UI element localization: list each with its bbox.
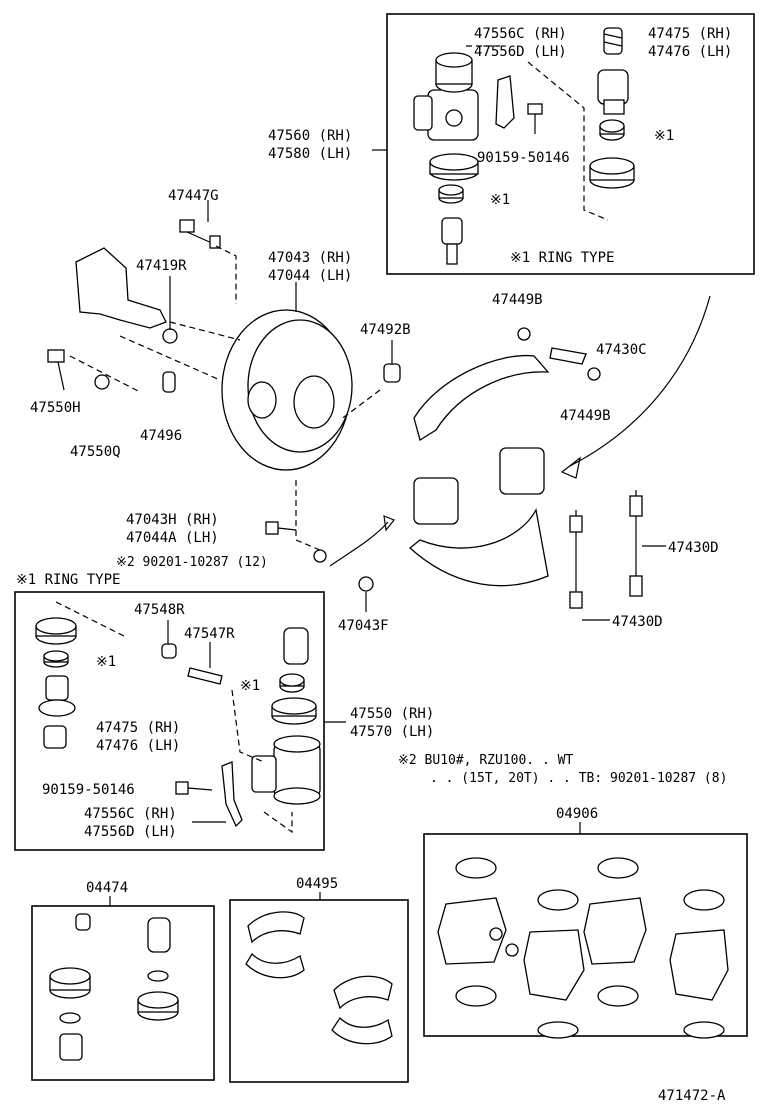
ring-top-right <box>599 119 625 141</box>
label-47556d-lh-top: 47556D (LH) <box>474 44 567 60</box>
label-47430d-b: 47430D <box>612 614 663 630</box>
label-04474: 04474 <box>86 880 128 896</box>
label-90201: ※2 90201-10287 (12) <box>116 555 268 570</box>
shoe-upper <box>413 354 550 442</box>
spring-top <box>603 27 623 55</box>
piston-top <box>597 69 629 115</box>
bolt-47043h <box>265 521 297 535</box>
bleeder-mid <box>43 725 67 749</box>
kit-04495-parts <box>245 911 393 1045</box>
cup-top-right <box>589 157 635 189</box>
bolt-47447g <box>179 219 221 249</box>
kit-box-04906 <box>423 833 748 1037</box>
kit-box-04495 <box>229 899 409 1083</box>
bleeder-top <box>441 217 463 265</box>
boot-mid <box>271 697 317 725</box>
label-47547r: 47547R <box>184 626 235 642</box>
bracket-top <box>495 75 515 129</box>
label-47043f: 47043F <box>338 618 389 634</box>
boot-top <box>429 153 479 181</box>
wheel-cylinder-assembled <box>413 447 545 525</box>
label-04495: 04495 <box>296 876 338 892</box>
label-47449b-a: 47449B <box>492 292 543 308</box>
label-47043h-rh: 47043H (RH) <box>126 512 219 528</box>
spring-47430d-a <box>569 510 583 609</box>
label-47419r: 47419R <box>136 258 187 274</box>
shoe-lower <box>408 508 549 587</box>
kit-box-04474 <box>31 905 215 1081</box>
label-47492b: 47492B <box>360 322 411 338</box>
mark-1-c: ※1 <box>96 654 116 670</box>
ring-mid <box>43 650 69 668</box>
spring-47430c <box>549 347 587 365</box>
label-47430c: 47430C <box>596 342 647 358</box>
note-2-line-1: ※2 BU10#, RZU100. . WT <box>398 753 573 768</box>
label-47475-rh-top: 47475 (RH) <box>648 26 732 42</box>
label-47449b-b: 47449B <box>560 408 611 424</box>
label-47550q: 47550Q <box>70 444 121 460</box>
label-90159-mid: 90159-50146 <box>42 782 135 798</box>
label-47556d-lh-mid: 47556D (LH) <box>84 824 177 840</box>
backing-plate <box>221 309 353 471</box>
label-47430d-a: 47430D <box>668 540 719 556</box>
label-47550-rh: 47550 (RH) <box>350 706 434 722</box>
mark-1-d: ※1 <box>240 678 260 694</box>
bolt-mid <box>175 781 213 795</box>
mark-1-b: ※1 <box>490 192 510 208</box>
mark-1-a: ※1 <box>654 128 674 144</box>
label-47044a-lh: 47044A (LH) <box>126 530 219 546</box>
label-47496: 47496 <box>140 428 182 444</box>
grommet-47492b <box>383 363 401 383</box>
piston-mid <box>38 675 76 717</box>
diagram-code: 471472-A <box>658 1088 726 1104</box>
adjust-lever-small <box>517 327 601 381</box>
label-47550h: 47550H <box>30 400 81 416</box>
kit-04906-parts <box>437 857 729 1039</box>
washer-47419r <box>162 328 178 344</box>
wheel-cylinder-mid <box>251 735 321 805</box>
axle-flange <box>75 247 167 329</box>
label-47556c-rh-top: 47556C (RH) <box>474 26 567 42</box>
ring-type-box-mid <box>14 591 325 851</box>
label-47475-rh-mid: 47475 (RH) <box>96 720 180 736</box>
bolt-top <box>527 103 543 134</box>
label-47560-rh: 47560 (RH) <box>268 128 352 144</box>
bolt-47550h <box>47 349 65 391</box>
label-47044-lh: 47044 (LH) <box>268 268 352 284</box>
ring-mid-right <box>279 673 305 693</box>
bleeder-47547r <box>187 667 223 685</box>
spring-47430d-b <box>629 490 643 597</box>
label-90159-top: 90159-50146 <box>477 150 570 166</box>
note-2-line-2: . . (15T, 20T) . . TB: 90201-10287 (8) <box>430 771 727 786</box>
label-47476-lh-top: 47476 (LH) <box>648 44 732 60</box>
label-47580-lh: 47580 (LH) <box>268 146 352 162</box>
label-ring-type-top: ※1 RING TYPE <box>510 250 614 266</box>
bracket-mid <box>221 761 243 828</box>
label-47043-rh: 47043 (RH) <box>268 250 352 266</box>
label-ring-type-mid: ※1 RING TYPE <box>16 572 120 588</box>
label-47447g: 47447G <box>168 188 219 204</box>
pin-47043f <box>358 576 374 592</box>
label-47570-lh: 47570 (LH) <box>350 724 434 740</box>
kit-04474-parts <box>49 913 179 1061</box>
ring-top-left <box>438 184 464 204</box>
nut-90201 <box>313 549 327 563</box>
plug-47496 <box>162 371 176 393</box>
ring-type-box-top <box>386 13 755 275</box>
washer-47550q <box>94 374 110 390</box>
label-04906: 04906 <box>556 806 598 822</box>
cap-47548r <box>161 643 177 659</box>
wheel-cylinder-top <box>413 52 479 141</box>
label-47556c-rh-mid: 47556C (RH) <box>84 806 177 822</box>
label-47476-lh-mid: 47476 (LH) <box>96 738 180 754</box>
label-47548r: 47548R <box>134 602 185 618</box>
piston-mid-right <box>283 627 309 665</box>
cup-mid <box>35 617 77 645</box>
